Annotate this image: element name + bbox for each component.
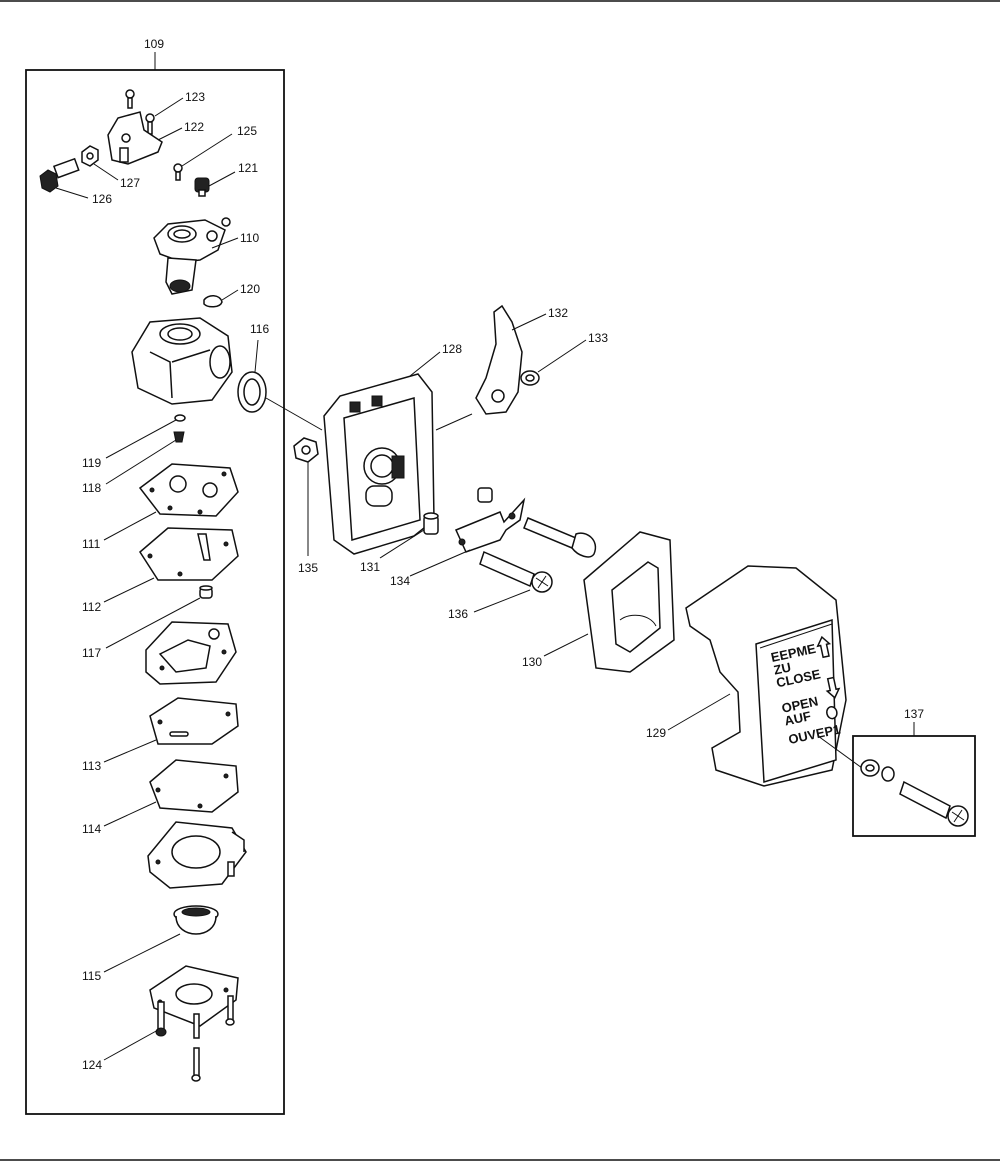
gasket-plate-part-111 — [138, 463, 239, 517]
screw-kit-part-137 — [860, 759, 969, 827]
label-131: 131 — [360, 560, 380, 574]
label-135: 135 — [298, 561, 318, 575]
label-111: 111 — [82, 537, 101, 551]
label-127: 127 — [120, 176, 140, 190]
nut-part-127 — [81, 145, 99, 167]
label-134: 134 — [390, 574, 410, 588]
clip-part-121 — [194, 177, 210, 197]
bolt-part-136 — [479, 550, 553, 593]
label-123: 123 — [185, 90, 205, 104]
bracket-plate-part-134 — [454, 487, 526, 553]
primer-bulb-part-115 — [173, 905, 219, 935]
label-137: 137 — [904, 707, 924, 721]
cap-part-117 — [199, 585, 213, 599]
cover-text-line4: OPEN — [780, 693, 819, 715]
label-121: 121 — [238, 161, 258, 175]
arrow-down-icon — [825, 676, 841, 699]
long-bolt-upper — [523, 517, 597, 558]
o-ring-part-119 — [174, 414, 186, 422]
label-118: 118 — [82, 481, 101, 495]
screws-part-124 — [155, 995, 235, 1082]
label-128: 128 — [442, 342, 462, 356]
label-125: 125 — [237, 124, 257, 138]
label-130: 130 — [522, 655, 542, 669]
screw-part-123 — [125, 89, 155, 135]
label-116: 116 — [250, 322, 269, 336]
diaphragm-part-114 — [149, 759, 239, 813]
label-113: 113 — [82, 759, 101, 773]
pump-body — [145, 621, 237, 685]
nut-part-135 — [293, 437, 319, 463]
spacer-part-131 — [423, 512, 439, 535]
label-129: 129 — [646, 726, 666, 740]
diaphragm-part-112 — [139, 527, 239, 581]
label-124: 124 — [82, 1058, 102, 1072]
carburetor-group-box — [25, 69, 285, 1115]
cover-plate — [147, 821, 247, 889]
gasket-part-113 — [149, 697, 239, 745]
label-117: 117 — [82, 646, 101, 660]
label-109: 109 — [144, 37, 164, 51]
label-133: 133 — [588, 331, 608, 345]
label-122: 122 — [184, 120, 204, 134]
label-112: 112 — [82, 600, 101, 614]
washer-part-133 — [520, 370, 540, 386]
pin-part-125 — [173, 163, 183, 181]
carburetor-body — [131, 317, 233, 405]
needle-part-118 — [173, 431, 185, 443]
label-114: 114 — [82, 822, 101, 836]
throttle-body-part-110 — [153, 217, 231, 295]
label-115: 115 — [82, 969, 101, 983]
bottom-flange — [149, 965, 239, 1027]
choke-lever-part-132 — [475, 304, 523, 415]
ring-part-116 — [237, 371, 267, 413]
hex-bolt-part-126 — [39, 157, 80, 193]
e-clip-part-120 — [203, 295, 223, 308]
cover-text-line5: AUF — [783, 708, 812, 728]
label-132: 132 — [548, 306, 568, 320]
air-filter-base-part-128 — [323, 373, 435, 555]
arrow-up-icon — [816, 635, 832, 659]
label-120: 120 — [240, 282, 260, 296]
cover-text-line2: ZU — [772, 659, 792, 677]
label-119: 119 — [82, 456, 101, 470]
air-cleaner-cover-part-129 — [685, 565, 847, 787]
label-136: 136 — [448, 607, 468, 621]
bracket-part-122 — [107, 111, 163, 165]
label-110: 110 — [240, 231, 259, 245]
foam-filter-part-130 — [583, 531, 675, 673]
label-126: 126 — [92, 192, 112, 206]
screw-hole-icon — [826, 705, 838, 720]
